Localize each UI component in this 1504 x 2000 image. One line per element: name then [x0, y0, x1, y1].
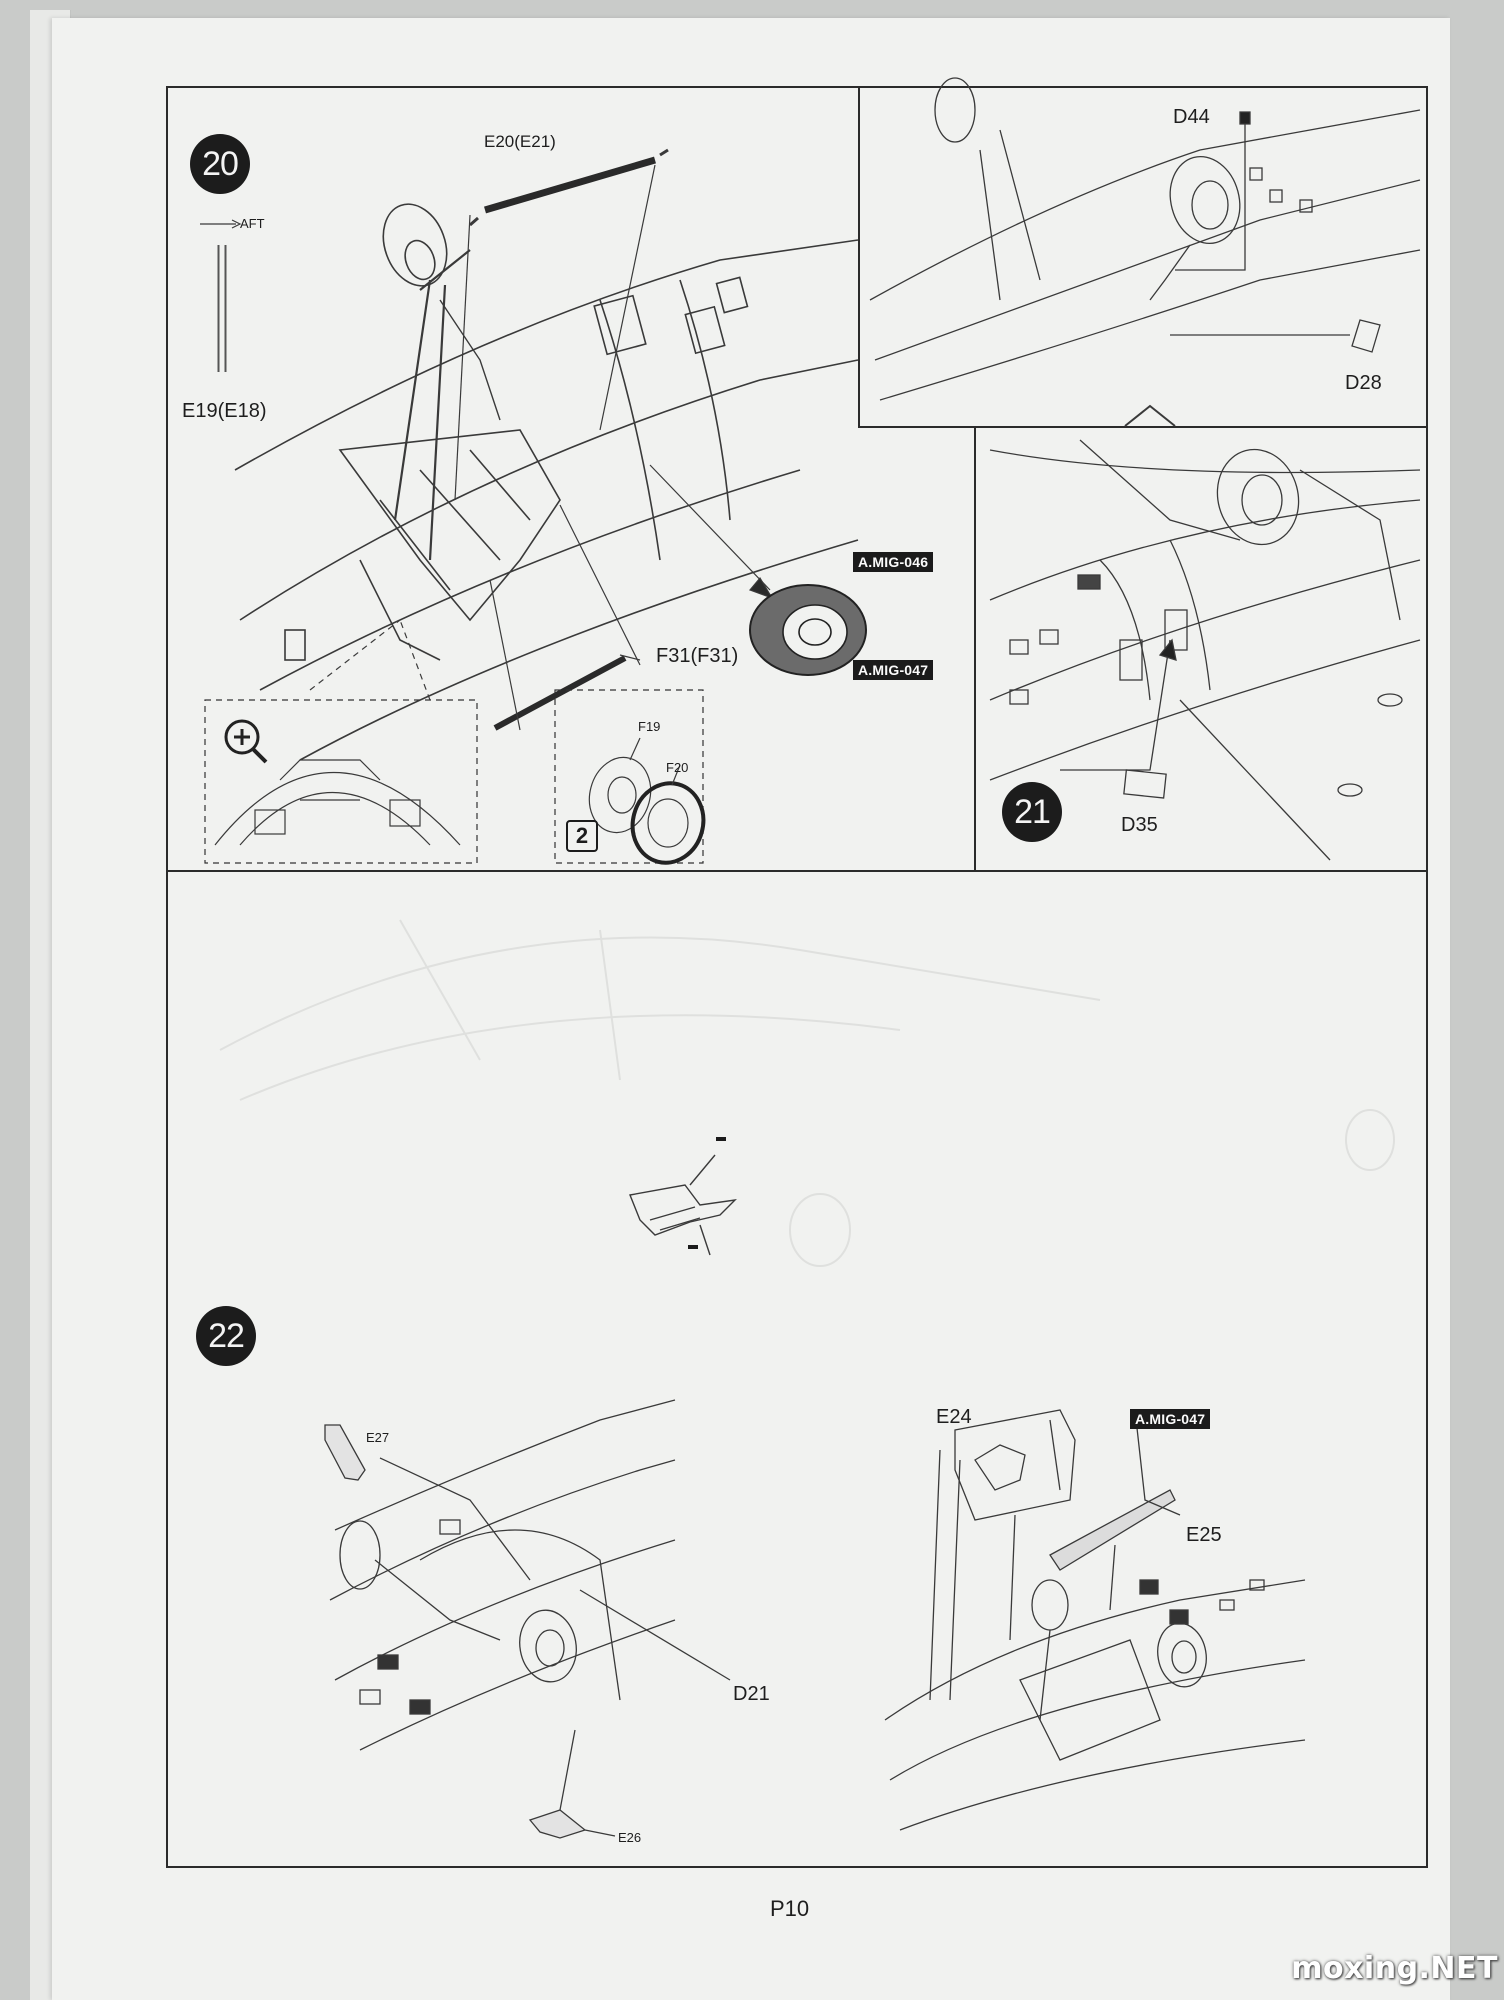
instruction-sheet: [52, 18, 1450, 2000]
step20-wheel-detail: [554, 689, 706, 865]
inset-top-right: [869, 77, 1421, 427]
paint-label-mig195: [688, 1245, 698, 1249]
part-label-e20: E20(E21): [484, 132, 556, 151]
part-label-d44: D44: [1173, 106, 1210, 128]
part-label-e27: E27: [366, 1430, 390, 1445]
step21-drawing: [989, 439, 1421, 861]
step20-part-e19: [200, 219, 242, 372]
part-label-d35: D35: [1121, 814, 1158, 836]
mid-bracket: [629, 1154, 737, 1256]
step-number-21: 21: [1002, 782, 1062, 842]
step20-leader-lines: [454, 164, 774, 731]
step-number-22: 22: [196, 1306, 256, 1366]
divider-top: [166, 870, 1428, 872]
part-label-e24: E24: [936, 1406, 972, 1428]
part-label-e26: E26: [618, 1830, 642, 1845]
paint-label-mig047-step20: A.MIG-047: [853, 660, 934, 680]
divider-step21-left: [974, 426, 976, 870]
part-label-e25: E25: [1186, 1524, 1222, 1546]
divider-step20-right: [858, 86, 860, 426]
part-label-f31: F31(F31): [656, 645, 739, 667]
watermark: moxing.NET: [1291, 1951, 1498, 1986]
part-label-d21: D21: [733, 1683, 770, 1705]
quantity-badge: 2: [566, 820, 598, 852]
page-number: P10: [770, 1896, 810, 1921]
part-label-d28: D28: [1345, 372, 1382, 394]
paint-label-mig046: A.MIG-046: [853, 552, 934, 572]
step20-part-e20: [469, 148, 669, 227]
step20-fuselage: [234, 239, 859, 761]
step20-zoom-detail: [204, 619, 478, 864]
faded-background-art: [219, 919, 1395, 1267]
step22-right-drawing: [884, 1409, 1306, 1831]
paint-label-mig047-mid: [716, 1137, 726, 1141]
step-number-20: 20: [190, 134, 250, 194]
step20-strut: [382, 203, 501, 561]
divider-inset: [858, 426, 1428, 428]
paint-label-mig047-step22: A.MIG-047: [1130, 1409, 1211, 1429]
content-frame: [166, 86, 1428, 1868]
step20-part-f31: [493, 655, 627, 731]
step22-left-drawing: [324, 1399, 731, 1839]
part-label-e19: E19(E18): [182, 400, 267, 422]
step20-wheel-painted: [749, 584, 867, 676]
aft-label: AFT: [240, 216, 265, 231]
part-label-f20: F20: [666, 760, 689, 775]
part-label-f19: F19: [638, 719, 661, 734]
